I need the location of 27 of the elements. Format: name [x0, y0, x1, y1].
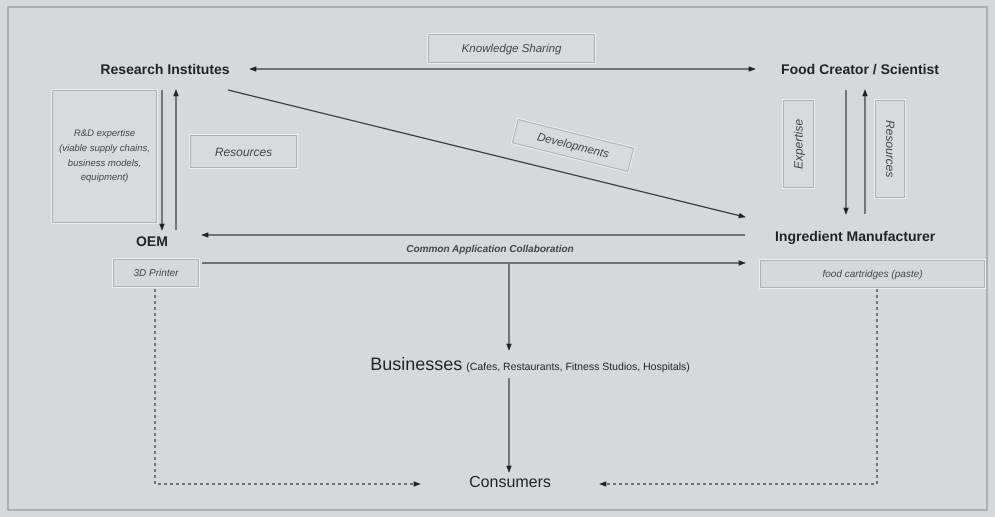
arrow [201, 232, 745, 238]
entity-note: (Cafes, Restaurants, Fitness Studios, Hospitals) [466, 360, 690, 375]
dashed-arrow [154, 289, 421, 487]
arrow [202, 260, 746, 266]
arrow [506, 264, 512, 351]
edge-label: R&D expertise (viable supply chains, business models, equipment) [52, 90, 157, 223]
arrow [843, 90, 849, 215]
edge-label: Expertise [783, 100, 814, 188]
entity-label: Ingredient Manufacturer [775, 228, 936, 244]
arrow [249, 66, 756, 72]
entity-label: Consumers [420, 472, 600, 496]
arrow [862, 89, 868, 214]
arrow [173, 89, 179, 230]
arrow [159, 90, 165, 231]
edge-label: Common Application Collaboration [405, 242, 575, 256]
entity-label: Food Creator / Scientist [755, 58, 965, 90]
entity-note: 3D Printer [113, 259, 199, 287]
arrow [228, 89, 746, 218]
entity-label: OEM [136, 233, 168, 249]
edge-label: Resources [875, 100, 905, 198]
edge-label: Resources [190, 135, 297, 168]
entity-note: food cartridges (paste) [760, 260, 985, 288]
entity-label: Research Institutes [80, 58, 250, 90]
entity-label: Businesses [370, 353, 462, 376]
dashed-arrow [599, 289, 878, 487]
arrow [506, 378, 512, 473]
edge-label: Knowledge Sharing [428, 34, 595, 63]
